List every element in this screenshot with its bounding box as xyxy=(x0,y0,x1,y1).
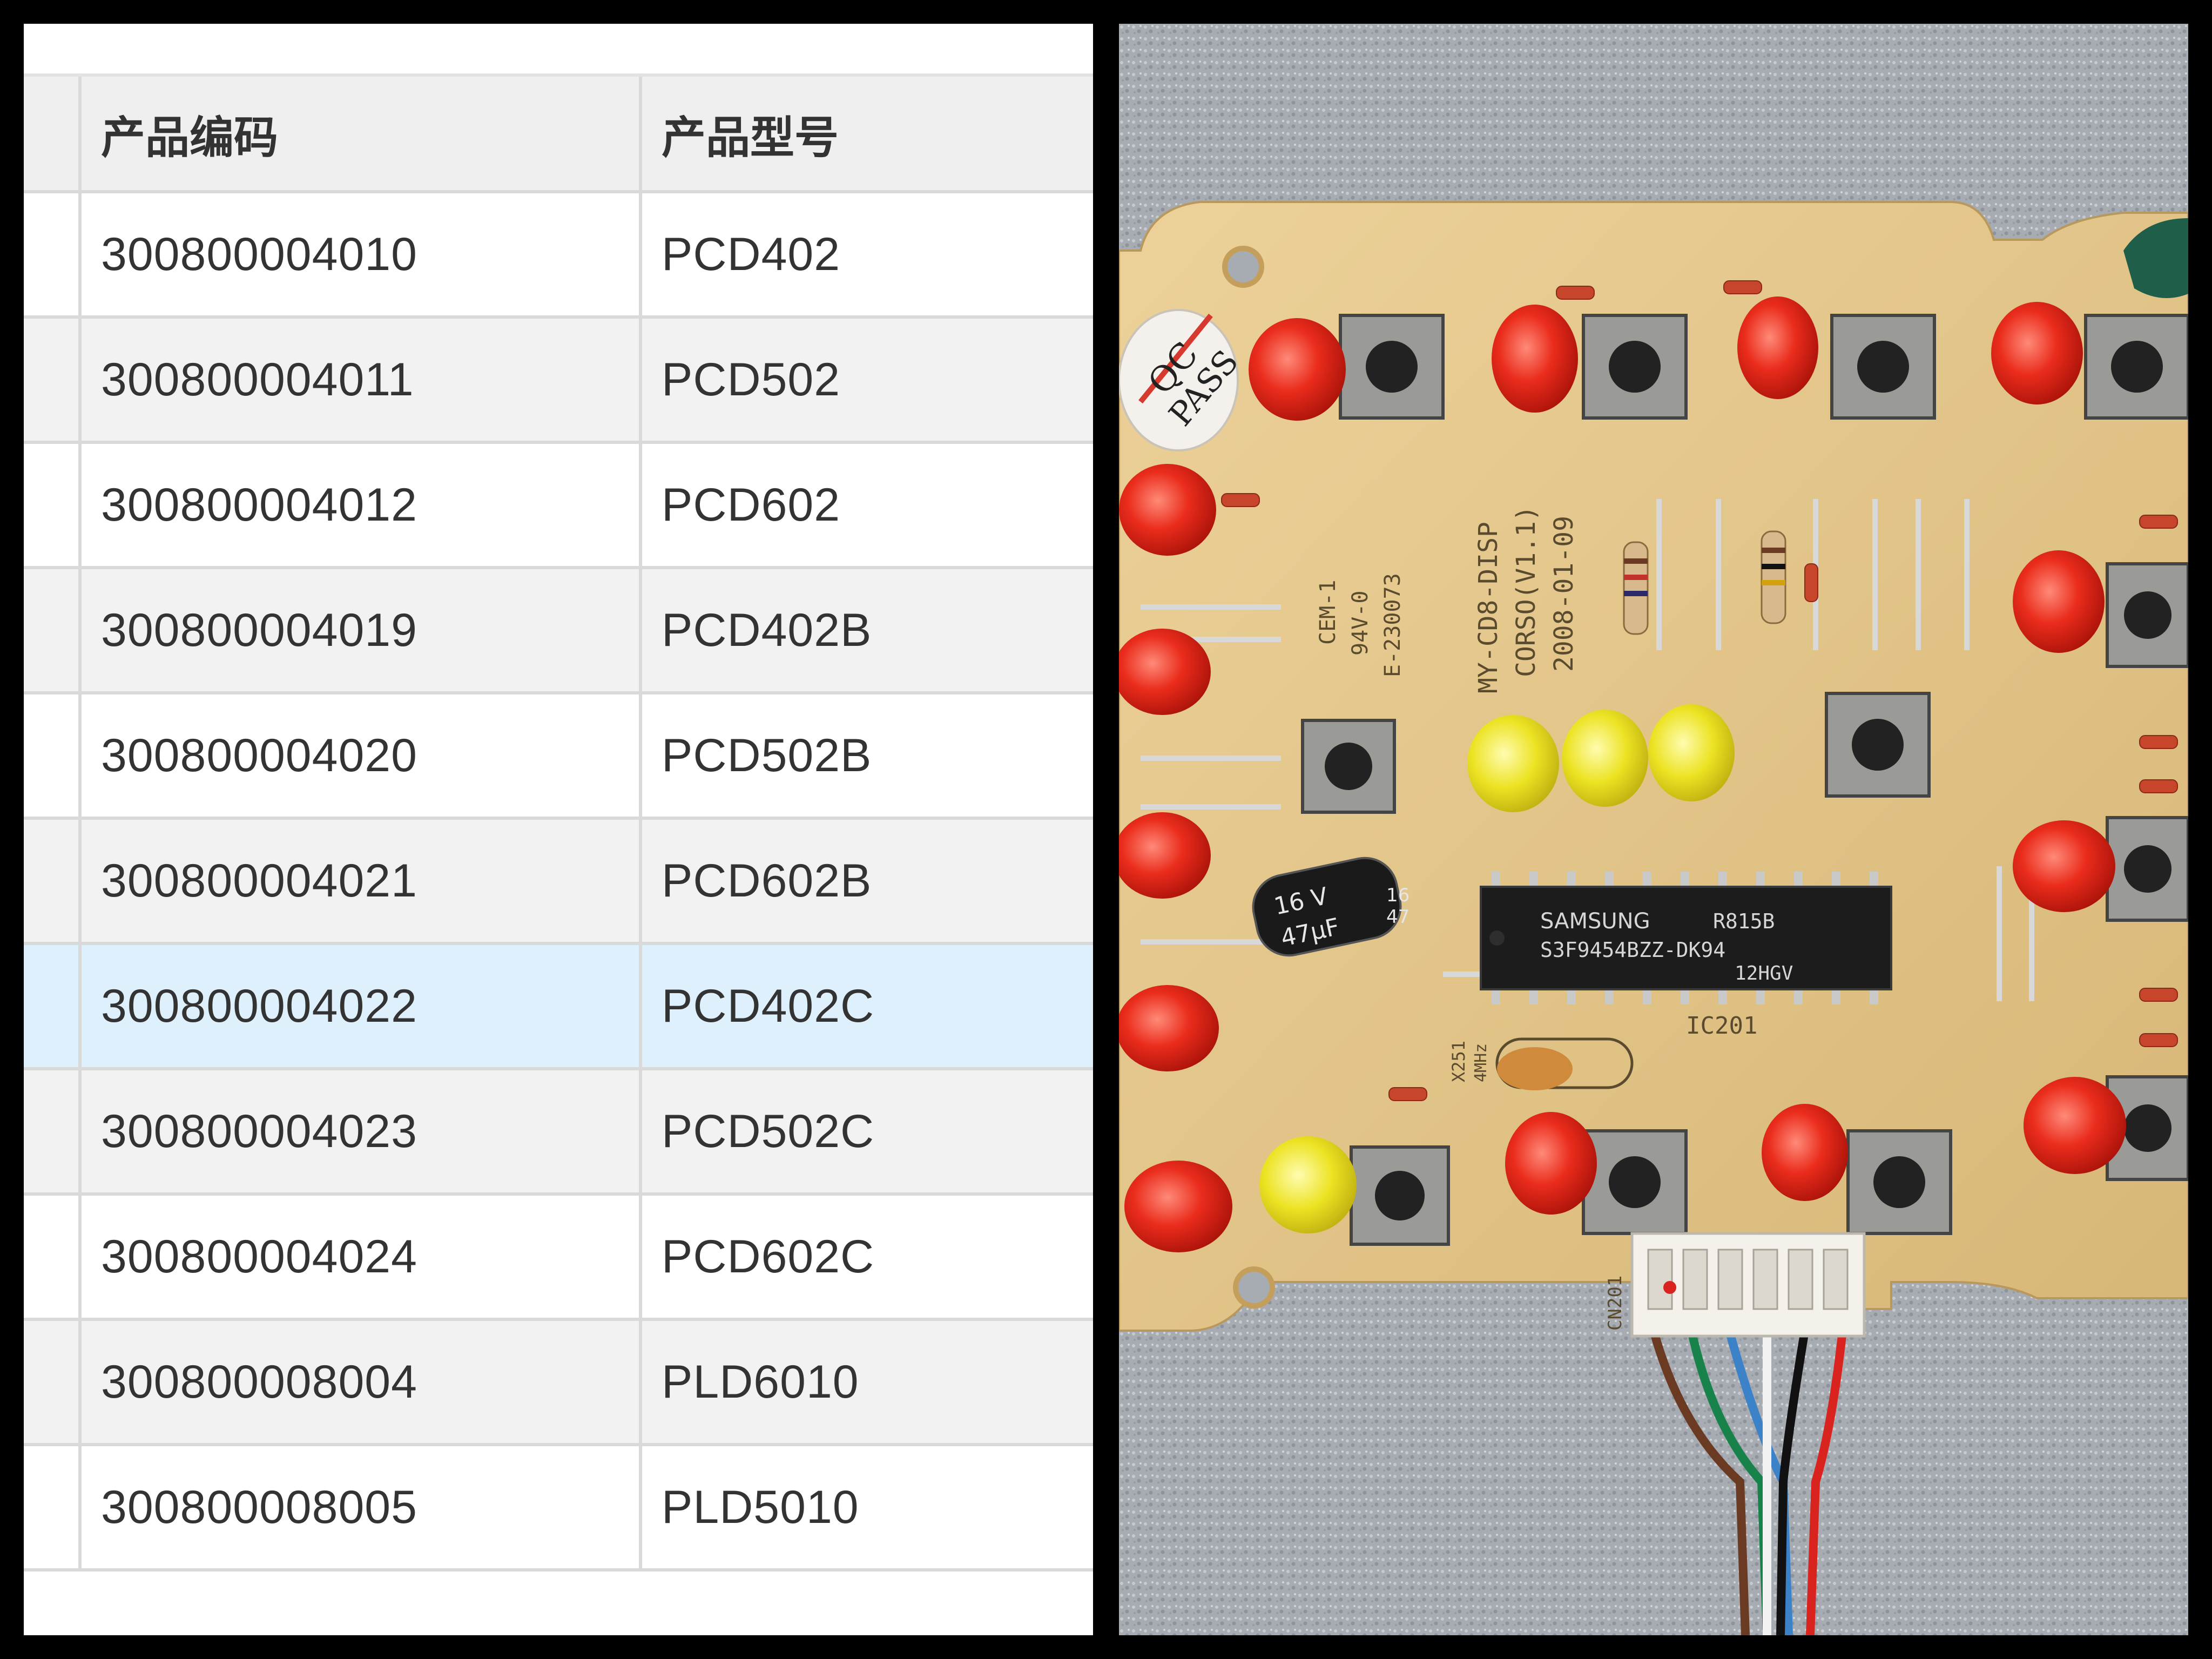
row-selector[interactable] xyxy=(24,693,82,820)
cell-product-model[interactable]: PCD402C xyxy=(640,943,1093,1070)
cell-product-code[interactable]: 300800004021 xyxy=(80,818,642,945)
switch xyxy=(1301,719,1396,814)
board-version-text: CORSO(V1.1) xyxy=(1511,505,1541,677)
chip-lot: 12HGV xyxy=(1735,962,1793,984)
row-selector[interactable] xyxy=(24,943,82,1070)
chip-brand: SAMSUNG xyxy=(1540,909,1650,934)
chip-ref: IC201 xyxy=(1686,1012,1757,1040)
row-selector[interactable] xyxy=(24,442,82,569)
row-selector[interactable] xyxy=(24,192,82,319)
row-selector[interactable] xyxy=(24,1069,82,1196)
chip-part: S3F9454BZZ-DK94 xyxy=(1540,938,1725,962)
cell-product-code[interactable]: 300800004011 xyxy=(80,317,642,444)
row-selector[interactable] xyxy=(24,568,82,694)
table-header-row: 产品编码 产品型号 xyxy=(24,77,1093,193)
row-selector[interactable] xyxy=(24,317,82,444)
cell-product-code[interactable]: 300800008005 xyxy=(80,1445,642,1572)
switch xyxy=(1582,314,1688,420)
connector-wires xyxy=(1649,1329,1847,1635)
column-header-product-model[interactable]: 产品型号 xyxy=(640,77,1093,193)
mounting-hole xyxy=(1233,1266,1275,1309)
switch xyxy=(2106,562,2188,668)
switch xyxy=(1825,692,1931,798)
switch xyxy=(1350,1145,1450,1246)
resistor xyxy=(1761,530,1786,624)
board-date-text: 2008-01-09 xyxy=(1549,516,1579,672)
svg-text:X251: X251 xyxy=(1448,1041,1469,1082)
pcb-photo: QC PASS MY-CD8-DISP CORSO(V1.1) 2008-01-… xyxy=(1119,24,2188,1635)
svg-text:47: 47 xyxy=(1386,906,1410,928)
red-leds xyxy=(1119,296,2126,1252)
cell-product-code[interactable]: 300800004010 xyxy=(80,192,642,319)
chip-code: R815B xyxy=(1713,909,1775,933)
cell-product-code[interactable]: 300800004020 xyxy=(80,693,642,820)
cell-product-code[interactable]: 300800008004 xyxy=(80,1319,642,1446)
microcontroller-chip: SAMSUNG R815B S3F9454BZZ-DK94 12HGV IC20… xyxy=(1480,872,1892,1040)
switch xyxy=(1830,314,1936,420)
connector-cn201: CN201 xyxy=(1604,1232,1866,1635)
switch xyxy=(1846,1129,1952,1235)
switch xyxy=(2084,314,2188,420)
board-model-text: MY-CD8-DISP xyxy=(1473,522,1503,693)
cell-product-model[interactable]: PCD602C xyxy=(640,1194,1093,1321)
switch xyxy=(1582,1129,1688,1235)
row-selector[interactable] xyxy=(24,818,82,945)
cell-product-model[interactable]: PCD602B xyxy=(640,818,1093,945)
yellow-leds xyxy=(1259,704,1735,1233)
column-header-product-code[interactable]: 产品编码 xyxy=(80,77,642,193)
cell-product-model[interactable]: PCD402 xyxy=(640,192,1093,319)
cell-product-code[interactable]: 300800004019 xyxy=(80,568,642,694)
electrolytic-capacitor: 16 V 47μF 16 47 xyxy=(1252,857,1410,957)
cell-product-model[interactable]: PLD5010 xyxy=(640,1445,1093,1572)
switch xyxy=(1339,314,1445,420)
diodes xyxy=(1221,280,2178,1101)
qc-pass-sticker: QC PASS xyxy=(1119,309,1246,451)
board-rating-text: 94V-0 xyxy=(1348,591,1373,656)
table-toolbar xyxy=(24,24,1093,77)
green-tag xyxy=(2123,218,2188,298)
row-selector[interactable] xyxy=(24,1194,82,1321)
svg-text:16: 16 xyxy=(1386,885,1410,906)
board-cem-text: CEM-1 xyxy=(1316,580,1340,645)
cell-product-model[interactable]: PCD402B xyxy=(640,568,1093,694)
cell-product-code[interactable]: 300800004023 xyxy=(80,1069,642,1196)
cell-product-model[interactable]: PCD502C xyxy=(640,1069,1093,1196)
cell-product-model[interactable]: PLD6010 xyxy=(640,1319,1093,1446)
cell-product-model[interactable]: PCD602 xyxy=(640,442,1093,569)
resistor xyxy=(1623,541,1649,635)
switch xyxy=(2106,816,2188,922)
row-selector[interactable] xyxy=(24,1319,82,1446)
board-cert-text: E-230073 xyxy=(1380,573,1405,677)
chip-pins-bottom xyxy=(1492,989,1878,1004)
cell-product-model[interactable]: PCD502 xyxy=(640,317,1093,444)
chip-pins-top xyxy=(1492,872,1878,887)
crystal-resonator: X251 4MHz xyxy=(1448,1037,1634,1090)
svg-text:CN201: CN201 xyxy=(1604,1276,1626,1331)
mounting-hole xyxy=(1222,246,1264,288)
resistors xyxy=(1623,530,1786,635)
row-selector-header[interactable] xyxy=(24,77,82,193)
cell-product-code[interactable]: 300800004022 xyxy=(80,943,642,1070)
cell-product-code[interactable]: 300800004012 xyxy=(80,442,642,569)
pcb-photo-canvas: QC PASS MY-CD8-DISP CORSO(V1.1) 2008-01-… xyxy=(1119,24,2188,1635)
cell-product-model[interactable]: PCD502B xyxy=(640,693,1093,820)
svg-text:4MHz: 4MHz xyxy=(1472,1043,1491,1082)
row-selector[interactable] xyxy=(24,1445,82,1572)
cell-product-code[interactable]: 300800004024 xyxy=(80,1194,642,1321)
